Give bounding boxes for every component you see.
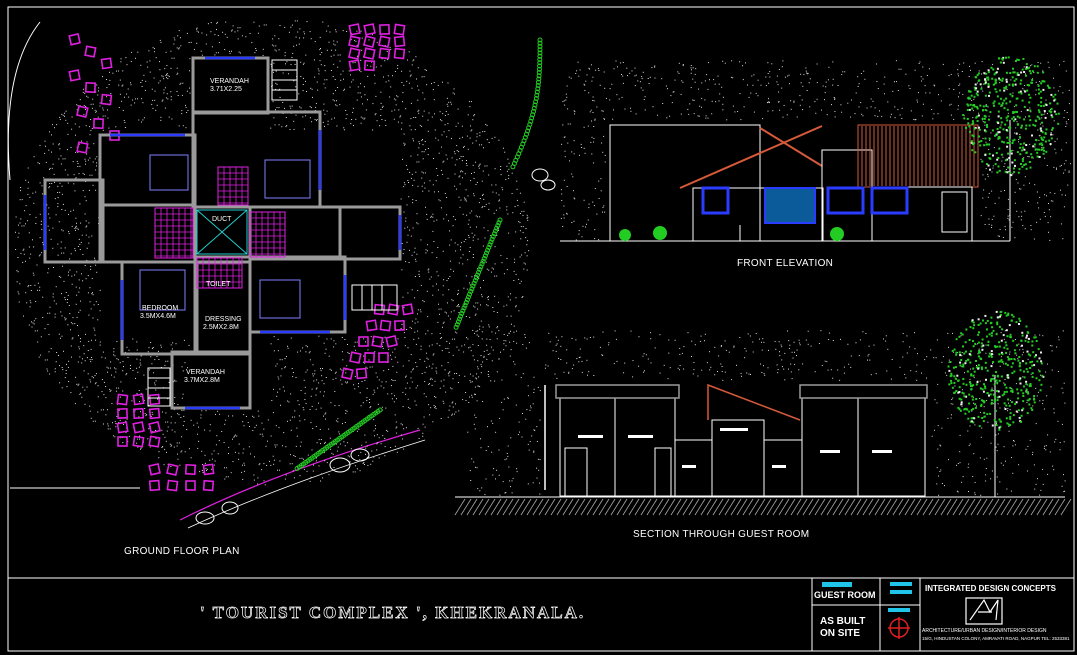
road-curve bbox=[179, 429, 421, 521]
road-curve-2 bbox=[187, 439, 426, 529]
duct-shaft bbox=[196, 209, 248, 255]
section-title: SECTION THROUGH GUEST ROOM bbox=[633, 529, 810, 540]
roof-hatch bbox=[861, 126, 975, 186]
tree-elevation bbox=[962, 56, 1060, 241]
project-title: ' TOURIST COMPLEX ', KHEKRANALA. bbox=[200, 603, 586, 623]
beds bbox=[139, 154, 311, 319]
bedroom-size: 3.5MX4.6M bbox=[140, 313, 176, 320]
front-elevation bbox=[560, 124, 1010, 242]
bedroom-label: BEDROOM bbox=[142, 305, 179, 312]
section-background-stipple bbox=[466, 330, 1066, 496]
idc-logo bbox=[965, 597, 1003, 625]
sheet-border bbox=[7, 6, 1075, 652]
verandah-bottom-size: 3.7MX2.8M bbox=[184, 377, 220, 384]
firm-address: 15/G, HINDUSTAN COLONY, AMRAVATI ROAD, N… bbox=[922, 636, 1070, 641]
status-line-1: AS BUILT bbox=[820, 616, 866, 627]
section-slab-lines bbox=[578, 428, 892, 468]
hedge-planting bbox=[294, 37, 543, 471]
dressing-label: DRESSING bbox=[205, 316, 242, 323]
steps bbox=[147, 59, 398, 407]
toilet-label: TOILET bbox=[206, 281, 231, 288]
drawing-name: GUEST ROOM bbox=[814, 590, 876, 600]
section-drawing bbox=[455, 397, 1065, 498]
tree-section bbox=[947, 310, 1045, 497]
toilet-tile-grid bbox=[154, 166, 285, 289]
verandah-top-size: 3.71X2.25 bbox=[210, 86, 242, 93]
north-symbol bbox=[888, 617, 910, 639]
verandah-bottom-label: VERANDAH bbox=[186, 369, 225, 376]
site-boundary bbox=[7, 21, 41, 181]
status-line-2: ON SITE bbox=[820, 628, 861, 639]
title-block-frame bbox=[811, 578, 921, 651]
elevation-title: FRONT ELEVATION bbox=[737, 258, 834, 269]
section-roofs bbox=[544, 383, 928, 490]
plan-title: GROUND FLOOR PLAN bbox=[124, 546, 240, 557]
plan-windows bbox=[43, 56, 402, 410]
verandah-top-label: VERANDAH bbox=[210, 78, 249, 85]
firm-tagline: ARCHITECTURE/URBAN DESIGN/INTERIOR DESIG… bbox=[922, 628, 1047, 634]
titleblock-cyan-marks bbox=[822, 582, 912, 612]
dressing-size: 2.5MX2.8M bbox=[203, 324, 239, 331]
duct-label: DUCT bbox=[212, 216, 232, 223]
shrubs bbox=[619, 226, 844, 241]
firm-name: INTEGRATED DESIGN CONCEPTS bbox=[925, 584, 1056, 593]
rocks bbox=[195, 168, 556, 525]
ground-hatch bbox=[454, 498, 1072, 516]
